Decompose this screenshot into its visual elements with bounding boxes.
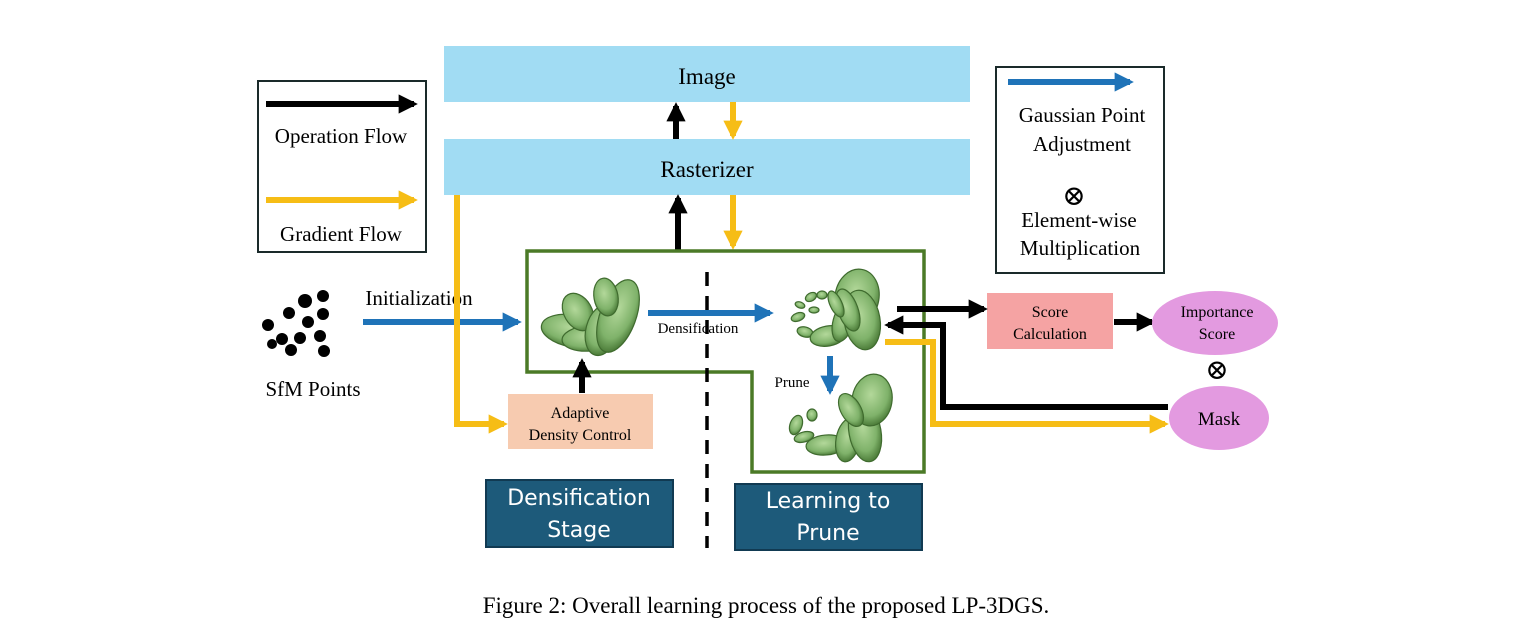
densification-stage-label-line2: Stage [547,518,611,543]
gaussian-adjustment-label-line1: Gaussian Point [1019,103,1146,127]
elementwise-label-line1: Element-wise [1021,208,1136,232]
densification-stage-label-line1: Densification [507,486,651,511]
sfm-points-label: SfM Points [265,377,360,401]
score-label-line2: Calculation [1013,326,1087,343]
mask-ellipse [1169,386,1269,450]
importance-score-ellipse [1152,291,1278,355]
gaussians-to-mask-gradient-arrow [885,339,1169,434]
operation-flow-label: Operation Flow [275,124,408,148]
gaussian-cluster-initial-icon [540,277,640,357]
adc-label-line1: Adaptive [551,405,610,422]
rasterizer-box [444,139,970,195]
image-label: Image [678,64,735,89]
importance-label-line2: Score [1199,326,1235,343]
gaussian-cluster-pruned-icon [788,373,893,463]
learning-to-prune-label-line2: Prune [796,521,859,546]
score-calculation-box [987,293,1113,349]
adc-label-line2: Density Control [529,427,632,444]
learning-to-prune-label-line1: Learning to [766,489,891,514]
figure-caption: Figure 2: Overall learning process of th… [483,593,1050,618]
gaussian-adjustment-label-line2: Adjustment [1033,132,1131,156]
sfm-points-icon [262,290,330,357]
importance-mask-multiply-icon: ⊗ [1205,355,1228,386]
rasterizer-to-adc-gradient-arrow [454,195,508,434]
score-label-line1: Score [1032,304,1068,321]
learning-to-prune-box [734,483,923,551]
elementwise-label-line2: Multiplication [1020,236,1141,260]
legend-right-box [995,66,1165,274]
rasterizer-label: Rasterizer [660,157,754,182]
legend-left-box [257,80,427,253]
densification-label: Densification [658,321,739,337]
prune-label: Prune [775,375,810,391]
gradient-flow-label: Gradient Flow [280,222,403,246]
mask-label: Mask [1198,409,1241,430]
multiply-icon: ⊗ [1062,181,1085,212]
densification-stage-box [485,479,674,548]
mask-to-gaussians-arrow [884,315,1168,410]
importance-label-line1: Importance [1181,304,1254,321]
adaptive-density-control-box [508,394,653,449]
gaussian-cluster-densified-icon [790,268,882,351]
image-box [444,46,970,102]
